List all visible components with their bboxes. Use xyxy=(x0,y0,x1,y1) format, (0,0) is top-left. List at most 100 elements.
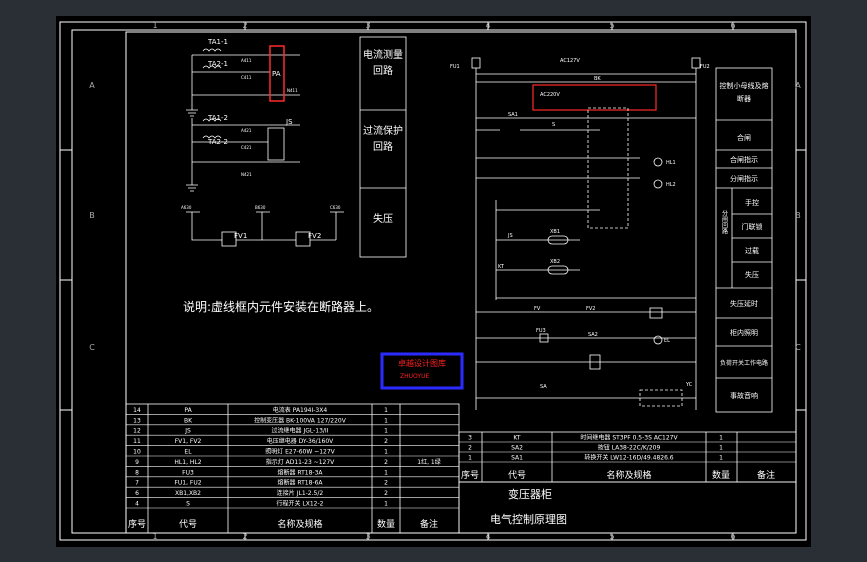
grid-col-label: 6 xyxy=(730,532,735,541)
table-cell-no: 3 xyxy=(468,435,472,442)
svg-text:ZHUOYUE: ZHUOYUE xyxy=(400,373,429,380)
node-label: A630 xyxy=(181,205,192,210)
table-cell-name: 连接片 JL1-2.5/2 xyxy=(277,489,324,497)
table-cell-name: 熔断器 RT18-6A xyxy=(277,479,323,487)
drawing-sheet xyxy=(56,16,811,547)
table-cell-name: 行程开关 LX12-2 xyxy=(277,500,324,508)
node-label: C630 xyxy=(330,205,341,210)
table-cell-code: SA2 xyxy=(511,445,523,452)
grid-col-label: 3 xyxy=(365,21,370,30)
table-cell-qty: 1 xyxy=(384,469,388,476)
grid-col-label: 1 xyxy=(152,21,157,30)
table-cell-no: 7 xyxy=(135,480,139,487)
table-header-code: 代号 xyxy=(179,519,197,530)
table-cell-no: 12 xyxy=(133,428,141,435)
table-cell-no: 6 xyxy=(135,490,139,497)
ct-label: TA1-2 xyxy=(207,114,228,122)
node-label: N421 xyxy=(241,172,252,177)
ammeter-highlight xyxy=(269,45,285,102)
table-cell-code: PA xyxy=(184,407,192,414)
table-cell-name: 转换开关 LW12-16D/49.4826.6 xyxy=(584,454,673,462)
contact-label: KT xyxy=(498,264,505,270)
table-cell-qty: 1 xyxy=(719,445,723,452)
ct-label: TA1-1 xyxy=(207,38,228,46)
grid-col-label: 4 xyxy=(485,21,490,30)
table-cell-code: S xyxy=(186,501,190,508)
function-label-current: 电流测量回路 xyxy=(363,50,403,77)
legend-item: 失压延时 xyxy=(730,299,758,308)
node-label: B630 xyxy=(255,205,266,210)
table-cell-no: 2 xyxy=(468,445,472,452)
table-cell-code: XB1,XB2 xyxy=(175,490,201,497)
table-header-note: 备注 xyxy=(757,469,775,481)
table-cell-code: HL1, HL2 xyxy=(174,459,201,466)
grid-col-label: 6 xyxy=(730,21,735,30)
fuse-label: FU2 xyxy=(700,64,710,70)
table-cell-name: 照明灯 E27-60W ~127V xyxy=(265,448,335,456)
table-header-code: 代号 xyxy=(508,470,526,481)
table-header-qty: 数量 xyxy=(377,518,395,530)
grid-row-label: A xyxy=(89,81,95,90)
table-cell-name: 时间继电器 ST3PF 0.5-3S AC127V xyxy=(580,434,678,442)
legend-item: 合闸 xyxy=(737,133,751,142)
node-label: C421 xyxy=(241,145,252,150)
contact-label: JS xyxy=(507,233,513,239)
table-cell-no: 10 xyxy=(133,449,141,456)
node-label: A411 xyxy=(241,58,252,63)
table-cell-code: SA1 xyxy=(511,455,523,462)
grid-col-label: 5 xyxy=(609,21,614,30)
bom-table-right xyxy=(458,431,797,483)
voltage-label: AC220V xyxy=(540,92,560,98)
table-cell-code: EL xyxy=(184,449,192,456)
switch-label: SA1 xyxy=(508,112,518,118)
table-cell-qty: 2 xyxy=(384,438,388,445)
table-cell-name: 电流表 PA194I-3X4 xyxy=(273,406,328,414)
title-main: 变压器柜 xyxy=(508,487,552,501)
legend-item: 柜内照明 xyxy=(730,328,758,337)
transformer-label: BK xyxy=(594,76,601,82)
svg-text:卓越设计图库: 卓越设计图库 xyxy=(398,358,446,368)
grid-col-label: 2 xyxy=(242,21,247,30)
table-cell-name: 熔断器 RT18-3A xyxy=(277,468,323,476)
table-header-no: 序号 xyxy=(128,518,146,530)
legend-item: 负荷开关工作电路 xyxy=(720,359,768,367)
node-label: N411 xyxy=(287,88,298,93)
function-legend xyxy=(715,67,773,413)
grid-row-label: B xyxy=(89,211,95,220)
grid-row-label: C xyxy=(795,343,801,352)
lamp-label: EL xyxy=(664,338,670,344)
table-cell-no: 14 xyxy=(133,407,141,414)
coil-label: YC xyxy=(685,382,693,388)
table-cell-qty: 1 xyxy=(384,417,388,424)
table-cell-code: KT xyxy=(513,435,520,442)
table-cell-qty: 2 xyxy=(384,480,388,487)
table-cell-code: JS xyxy=(184,428,191,435)
legend-item: 事故音响 xyxy=(730,391,758,400)
current-measurement-circuit xyxy=(186,48,344,247)
table-header-qty: 数量 xyxy=(712,469,730,481)
function-box xyxy=(359,36,407,258)
table-cell-qty: 1 xyxy=(384,449,388,456)
legend-item: 过载 xyxy=(745,246,759,255)
relay-label: FV1 xyxy=(234,232,247,240)
legend-item: 门联锁 xyxy=(742,222,763,231)
outer-border xyxy=(59,21,807,541)
table-cell-no: 13 xyxy=(133,417,141,424)
table-cell-name: 电压继电器 DY-36/160V xyxy=(267,437,334,445)
legend-item: 合闸指示 xyxy=(730,155,758,164)
table-cell-no: 4 xyxy=(135,501,139,508)
fuse-label: FU1 xyxy=(450,64,460,70)
table-cell-qty: 1 xyxy=(384,428,388,435)
control-circuit xyxy=(471,57,701,410)
relay-label: JS xyxy=(285,118,293,126)
grid-row-label: A xyxy=(795,81,801,90)
table-cell-name: 指示灯 AD11-23 ~127V xyxy=(266,458,335,466)
fuse-label: FU3 xyxy=(536,328,546,334)
ct-label: TA2-1 xyxy=(207,60,228,68)
grid-col-label: 3 xyxy=(365,532,370,541)
grid-row-label: C xyxy=(89,343,95,352)
table-cell-qty: 1 xyxy=(719,455,723,462)
button-label: SA2 xyxy=(588,332,598,338)
switch-label: S xyxy=(552,122,555,128)
grid-col-label: 1 xyxy=(152,532,157,541)
